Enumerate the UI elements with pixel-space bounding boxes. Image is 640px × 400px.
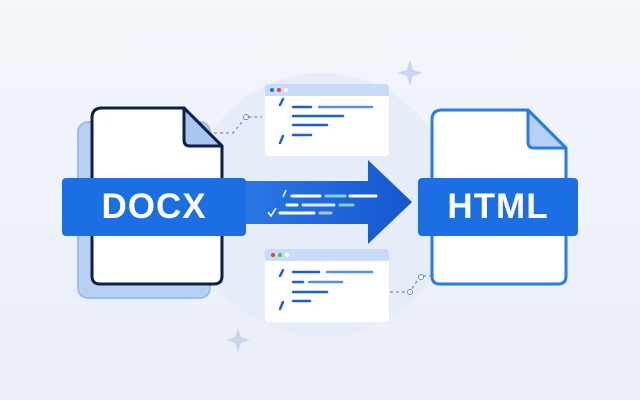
sparkle-icon [226, 60, 423, 352]
code-window-top [265, 84, 389, 156]
docx-label: DOCX [62, 178, 246, 236]
connector-lines [214, 116, 432, 293]
check-icon [267, 207, 277, 218]
code-window-bottom [265, 249, 389, 322]
html-label: HTML [418, 178, 578, 236]
arrow-icon [240, 160, 412, 244]
